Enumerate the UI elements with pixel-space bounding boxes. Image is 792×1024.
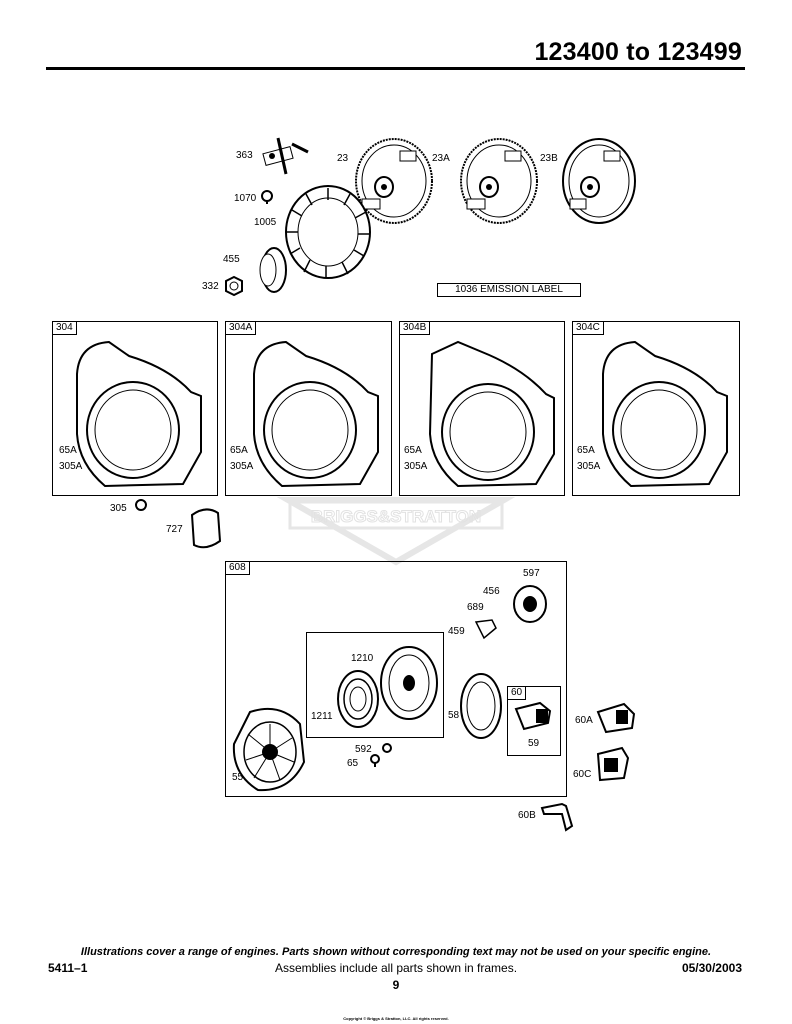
document-date: 05/30/2003 xyxy=(681,961,742,975)
callout-60a: 60A xyxy=(575,715,593,726)
callout-1211: 1211 xyxy=(311,711,333,722)
copyright-line: Copyright © Briggs & Stratton, LLC. All … xyxy=(343,1016,449,1021)
frame-tag-304: 304 xyxy=(52,321,77,335)
pawl-plate-456-drawing xyxy=(513,585,547,623)
frame-60: 60 59 xyxy=(507,686,561,756)
guard-727-drawing xyxy=(190,508,222,549)
callout-305a: 305A xyxy=(230,461,254,472)
frame-304: 304 65A 305A xyxy=(52,321,218,496)
frame-tag-304a: 304A xyxy=(225,321,257,335)
blower-housing-304c-drawing xyxy=(602,340,728,488)
assemblies-note: Assemblies include all parts shown in fr… xyxy=(274,961,518,975)
callout-727: 727 xyxy=(166,524,183,535)
callout-65a: 65A xyxy=(230,445,248,456)
frame-608: 608 597 456 689 459 1210 1211 58 60 xyxy=(225,561,567,797)
frame-tag-608: 608 xyxy=(225,561,250,575)
frame-tag-304b: 304B xyxy=(399,321,431,335)
starter-housing-55-drawing xyxy=(232,708,306,792)
screw-1070-drawing xyxy=(261,190,273,204)
flywheel-23b-drawing xyxy=(562,138,636,224)
callout-592: 592 xyxy=(355,744,372,755)
cup-455-drawing xyxy=(259,247,287,293)
page-title: 123400 to 123499 xyxy=(534,38,742,66)
frame-tag-304c: 304C xyxy=(572,321,604,335)
handle-60c-drawing xyxy=(596,746,630,782)
nut-332-drawing xyxy=(225,275,243,297)
callout-65a: 65A xyxy=(404,445,422,456)
flywheel-23-drawing xyxy=(355,138,433,224)
callout-60c: 60C xyxy=(573,769,592,780)
rope-58-drawing xyxy=(460,673,502,739)
callout-455: 455 xyxy=(223,254,240,265)
frame-tag-60: 60 xyxy=(507,686,527,700)
callout-59: 59 xyxy=(528,738,540,749)
blower-housing-304a-drawing xyxy=(253,340,379,488)
handle-60a-drawing xyxy=(596,702,636,734)
document-number: 5411–1 xyxy=(48,961,88,975)
frame-pulley-spring: 1210 1211 xyxy=(306,632,444,738)
callout-58: 58 xyxy=(448,710,460,721)
callout-65a: 65A xyxy=(577,445,595,456)
dog-459-drawing xyxy=(474,619,497,640)
callout-55: 55 xyxy=(232,772,244,783)
callout-60b: 60B xyxy=(518,810,536,821)
callout-332: 332 xyxy=(202,281,219,292)
nut-592-drawing xyxy=(382,743,392,753)
callout-23b: 23B xyxy=(540,153,558,164)
callout-23a: 23A xyxy=(432,153,450,164)
callout-459: 459 xyxy=(448,626,465,637)
callout-23: 23 xyxy=(337,153,349,164)
handle-60-drawing xyxy=(514,701,552,731)
bracket-363-drawing xyxy=(262,137,309,175)
callout-1070: 1070 xyxy=(234,193,257,204)
screw-65-drawing xyxy=(370,754,380,767)
callout-305: 305 xyxy=(110,503,127,514)
callout-597: 597 xyxy=(523,568,540,579)
handle-60b-drawing xyxy=(540,802,574,832)
callout-305a: 305A xyxy=(404,461,428,472)
blower-housing-304b-drawing xyxy=(428,340,555,488)
callout-1005: 1005 xyxy=(254,217,277,228)
pulley-1210-drawing xyxy=(380,646,438,720)
callout-689: 689 xyxy=(467,602,484,613)
callout-456: 456 xyxy=(483,586,500,597)
frame-304c: 304C 65A 305A xyxy=(572,321,740,496)
fan-1005-drawing xyxy=(285,185,371,279)
spring-1211-drawing xyxy=(337,670,379,728)
callout-363: 363 xyxy=(236,150,253,161)
title-rule xyxy=(46,67,745,70)
callout-65a: 65A xyxy=(59,445,77,456)
illustration-disclaimer: Illustrations cover a range of engines. … xyxy=(80,946,712,958)
emission-label-box: 1036 EMISSION LABEL xyxy=(437,283,581,297)
page-number: 9 xyxy=(392,978,400,992)
screw-305-drawing xyxy=(135,499,147,511)
watermark-text: BRIGGS&STRATTON xyxy=(311,507,481,526)
briggs-stratton-watermark: BRIGGS&STRATTON xyxy=(276,497,516,566)
flywheel-23a-drawing xyxy=(460,138,538,224)
frame-304a: 304A 65A 305A xyxy=(225,321,392,496)
callout-305a: 305A xyxy=(577,461,601,472)
blower-housing-304-drawing xyxy=(76,340,202,488)
callout-305a: 305A xyxy=(59,461,83,472)
frame-304b: 304B 65A 305A xyxy=(399,321,565,496)
callout-65: 65 xyxy=(347,758,359,769)
callout-1210: 1210 xyxy=(351,653,374,664)
